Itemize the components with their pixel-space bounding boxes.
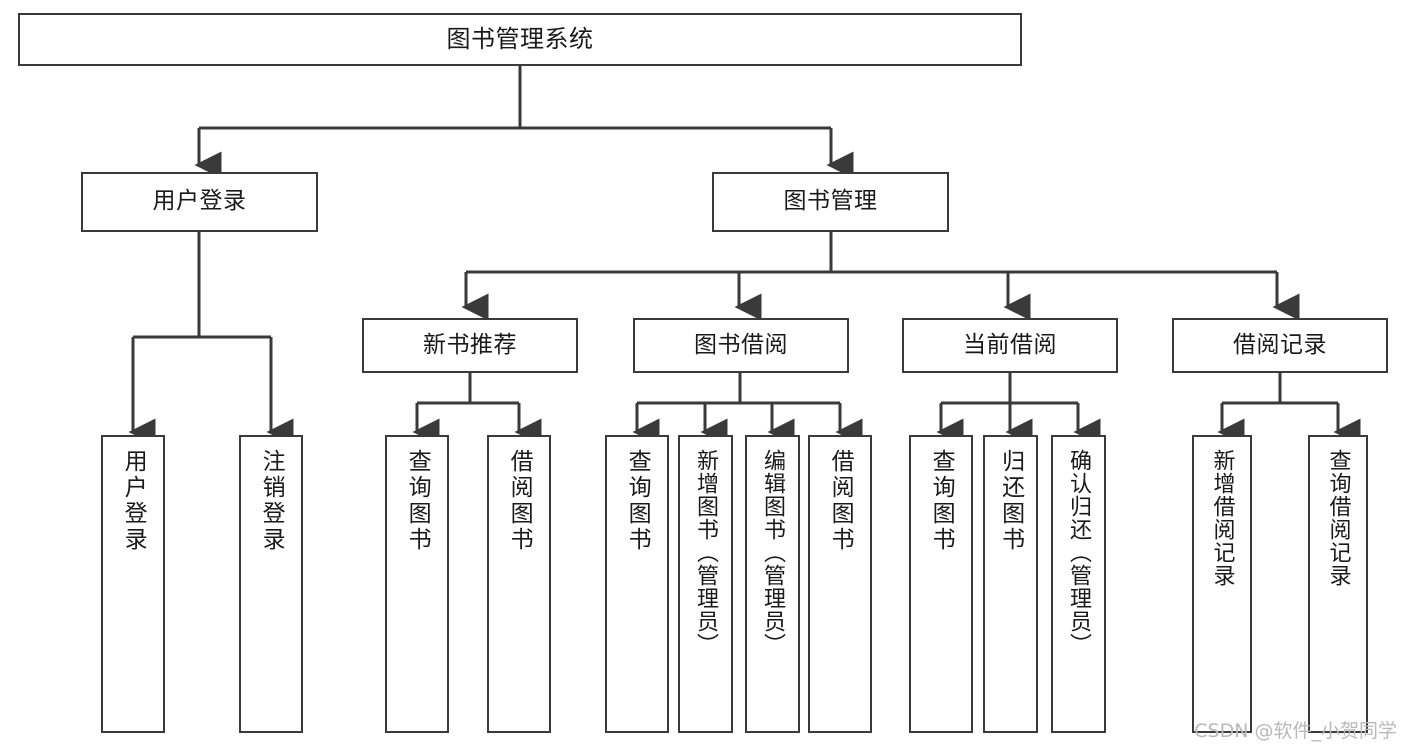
node-label: 借阅图书 bbox=[506, 449, 533, 553]
node-label: 图书管理系统 bbox=[446, 25, 594, 54]
node-label: 归还图书 bbox=[997, 449, 1024, 553]
node-leaf-query-book-recommendation[interactable]: 查询图书 bbox=[385, 435, 449, 733]
node-label: 新增图书（管理员） bbox=[693, 449, 719, 656]
node-leaf-borrow-book-borrowing[interactable]: 借阅图书 bbox=[808, 435, 872, 733]
node-current-borrowing[interactable]: 当前借阅 bbox=[902, 318, 1118, 373]
node-label: 注销登录 bbox=[258, 449, 285, 553]
node-leaf-add-book-admin[interactable]: 新增图书（管理员） bbox=[678, 435, 733, 733]
node-label: 图书借阅 bbox=[694, 331, 788, 358]
node-leaf-confirm-return-admin[interactable]: 确认归还（管理员） bbox=[1051, 435, 1106, 733]
node-leaf-query-book-current[interactable]: 查询图书 bbox=[909, 435, 973, 733]
node-label: 新书推荐 bbox=[423, 331, 517, 358]
node-leaf-logout[interactable]: 注销登录 bbox=[239, 435, 303, 733]
node-label: 借阅记录 bbox=[1233, 331, 1327, 358]
node-leaf-query-borrow-record[interactable]: 查询借阅记录 bbox=[1308, 435, 1368, 733]
node-label: 查询图书 bbox=[404, 449, 431, 553]
node-label: 借阅图书 bbox=[827, 449, 854, 553]
node-new-book-recommendation[interactable]: 新书推荐 bbox=[362, 318, 578, 373]
node-leaf-add-borrow-record[interactable]: 新增借阅记录 bbox=[1192, 435, 1252, 733]
node-leaf-return-book[interactable]: 归还图书 bbox=[983, 435, 1038, 733]
node-leaf-borrow-book-recommendation[interactable]: 借阅图书 bbox=[487, 435, 551, 733]
node-label: 图书管理 bbox=[783, 188, 878, 215]
node-borrowing-record[interactable]: 借阅记录 bbox=[1172, 318, 1388, 373]
csdn-watermark: CSDN @软件_小贺同学 bbox=[1194, 720, 1397, 742]
node-root-book-management-system[interactable]: 图书管理系统 bbox=[18, 13, 1022, 66]
node-book-management[interactable]: 图书管理 bbox=[712, 172, 949, 232]
node-user-login[interactable]: 用户登录 bbox=[81, 172, 318, 232]
node-label: 查询图书 bbox=[928, 449, 955, 553]
node-label: 确认归还（管理员） bbox=[1066, 449, 1092, 656]
node-book-borrowing[interactable]: 图书借阅 bbox=[633, 318, 849, 373]
node-label: 用户登录 bbox=[152, 188, 247, 215]
node-label: 编辑图书（管理员） bbox=[760, 449, 786, 656]
node-leaf-user-login[interactable]: 用户登录 bbox=[101, 435, 165, 733]
node-label: 查询借阅记录 bbox=[1325, 449, 1351, 587]
node-label: 新增借阅记录 bbox=[1209, 449, 1235, 587]
node-label: 用户登录 bbox=[120, 449, 147, 553]
node-leaf-query-book-borrowing[interactable]: 查询图书 bbox=[605, 435, 669, 733]
node-label: 查询图书 bbox=[624, 449, 651, 553]
node-leaf-edit-book-admin[interactable]: 编辑图书（管理员） bbox=[745, 435, 800, 733]
node-label: 当前借阅 bbox=[963, 331, 1057, 358]
